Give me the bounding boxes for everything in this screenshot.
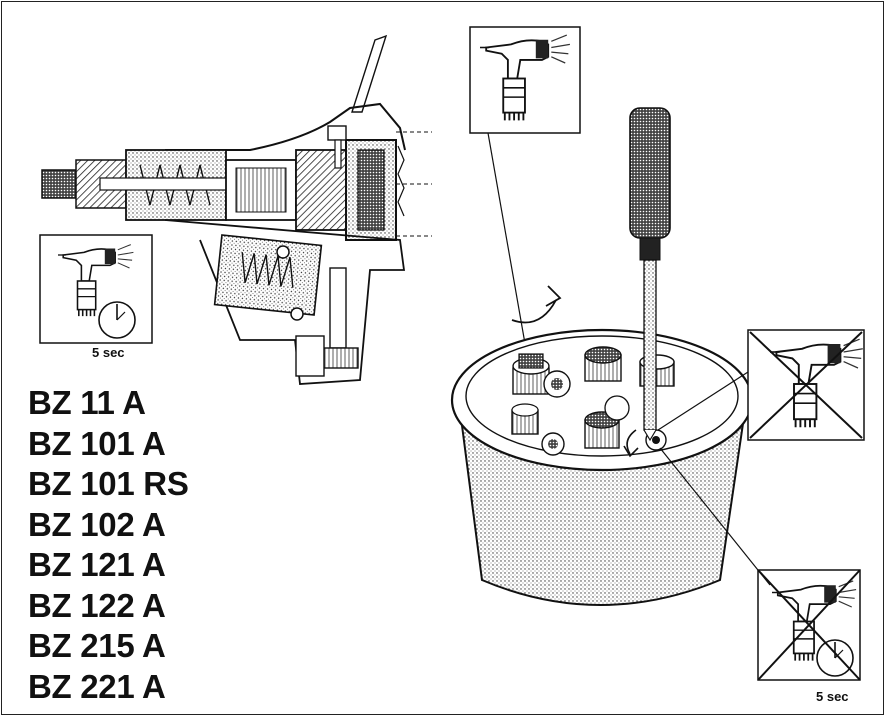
tool-timer-box-left: [39, 234, 153, 344]
tool-icon-box-top: [469, 26, 581, 356]
model-list: BZ 11 A BZ 101 A BZ 101 RS BZ 102 A BZ 1…: [28, 383, 189, 707]
model-item: BZ 122 A: [28, 586, 166, 624]
rotate-arrow-icon: [511, 285, 639, 458]
model-item: BZ 11 A: [28, 384, 146, 421]
screwdriver-icon: [629, 107, 671, 442]
tool-crossed-box: [657, 329, 865, 441]
clock-icon: [98, 301, 136, 339]
tool-timer-crossed-box: [659, 447, 861, 681]
model-item: BZ 121 A: [28, 546, 166, 583]
timer-label-left: 5 sec: [92, 345, 125, 360]
tool-section-drawing: [41, 34, 432, 385]
model-item: BZ 215 A: [28, 627, 166, 664]
timer-label-right: 5 sec: [816, 689, 849, 704]
model-item: BZ 102 A: [28, 505, 166, 543]
model-item: BZ 101 RS: [28, 465, 189, 502]
model-item: BZ 221 A: [28, 667, 166, 705]
clock-icon: [816, 639, 854, 677]
reservoir-drawing: [450, 328, 754, 606]
model-item: BZ 101 A: [28, 424, 166, 462]
